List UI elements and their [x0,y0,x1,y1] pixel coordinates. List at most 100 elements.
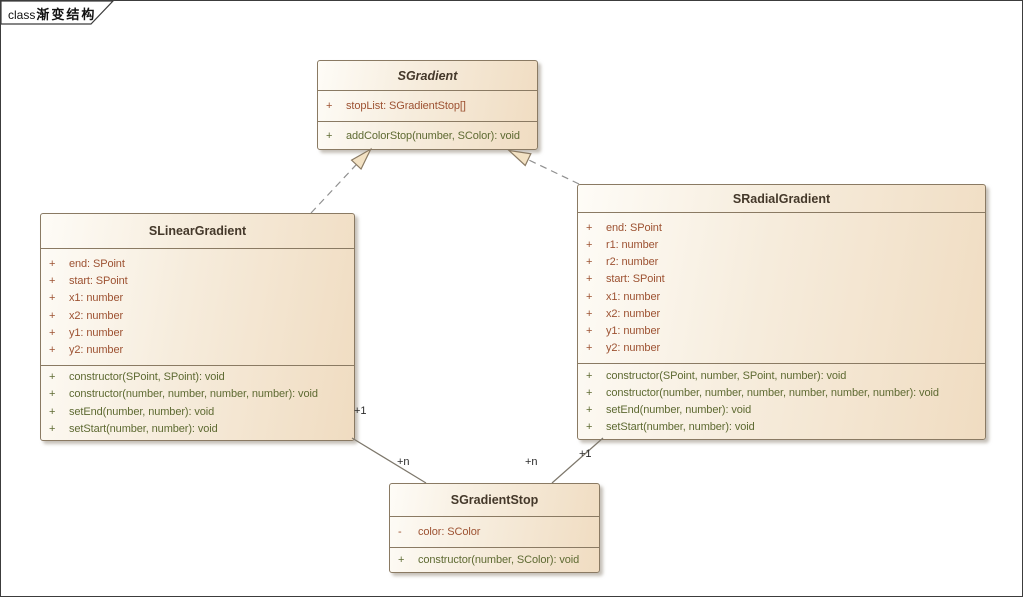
frame-title: 渐变结构 [36,7,97,22]
multiplicity-label-linear-source: +1 [354,405,367,417]
operation-row: + setStart(number, number): void [41,420,354,437]
visibility-marker: + [326,129,333,142]
operation-row: +constructor(number, number, number, num… [41,386,354,403]
member-text: setEnd(number, number): void [606,404,752,417]
operation-row: + setEnd(number, number): void [578,402,985,419]
visibility-marker: + [49,422,56,435]
member-text: end: SPoint [606,221,662,234]
visibility-marker: + [49,258,56,271]
attribute-row: + end: SPoint [578,219,985,236]
class-box-slineargradient[interactable]: SLinearGradient +end: SPoint+start: SPoi… [40,213,355,441]
member-text: constructor(SPoint, number, SPoint, numb… [606,369,847,382]
member-text: y1: number [606,324,661,337]
visibility-marker: + [586,273,593,286]
member-text: color: SColor [418,526,481,538]
realization-slineargradient-to-sgradient[interactable] [310,147,373,214]
association-slineargradient-to-sgradientstop[interactable] [351,437,427,484]
multiplicity-label-radial-source: +1 [579,448,592,460]
member-text: setStart(number, number): void [69,422,218,435]
attribute-row: + y2: number [578,340,985,357]
visibility-marker: + [586,404,593,417]
visibility-marker: + [49,275,56,288]
operation-row: + constructor(number, SColor): void [390,551,599,568]
class-box-sgradient[interactable]: SGradient +stopList: SGradientStop[] + ad… [317,60,538,150]
member-text: constructor(SPoint, SPoint): void [69,371,225,384]
frame-tab-label: class渐变结构 [8,4,96,23]
visibility-marker: + [326,100,333,112]
attributes-section-sgradient: +stopList: SGradientStop[] [318,90,537,121]
visibility-marker: + [49,405,56,418]
operations-section-slineargradient: +constructor(SPoint, SPoint): void+const… [41,365,354,440]
visibility-marker: + [586,239,593,252]
attribute-row: + x2: number [41,307,354,324]
operations-section-sgradient: + addColorStop(number, SColor): void [318,121,537,149]
attribute-row: + x1: number [578,288,985,305]
attribute-row: + start: SPoint [41,273,354,290]
attribute-row: + y1: number [41,324,354,341]
class-title-sgradient: SGradient [397,68,458,83]
visibility-marker: + [586,307,593,320]
attribute-row: - color: SColor [390,523,599,540]
member-text: end: SPoint [69,258,125,271]
class-title-sradialgradient: SRadialGradient [732,191,831,206]
operations-section-sradialgradient: + constructor(SPoint, number, SPoint, num… [578,363,985,439]
member-text: setEnd(number, number): void [69,405,215,418]
member-text: x2: number [69,309,124,322]
class-box-sradialgradient[interactable]: SRadialGradient +end: SPoint+r1: number+… [577,184,986,440]
multiplicity-label-linear-target: +n [397,456,410,468]
attribute-row: + end: SPoint [41,255,354,272]
realization-sradialgradient-to-sgradient[interactable] [507,149,580,185]
visibility-marker: + [49,292,56,305]
visibility-marker: + [586,221,593,234]
attribute-row: +r2: number [578,254,985,271]
multiplicity-label-radial-target: +n [525,456,538,468]
operations-section-sgradientstop: + constructor(number, SColor): void [390,547,599,572]
operation-row: + setEnd(number, number): void [41,403,354,420]
visibility-marker: + [398,554,405,566]
visibility-marker: + [586,324,593,337]
operation-row: + addColorStop(number, SColor): void [318,127,537,144]
visibility-marker: + [586,342,593,355]
visibility-marker: - [398,526,402,538]
member-text: constructor(number, number, number, numb… [69,388,318,401]
class-box-sgradientstop[interactable]: SGradientStop - color: SColor + constructo… [389,483,600,573]
visibility-marker: + [586,290,593,303]
member-text: constructor(number, number, number, numb… [606,386,939,399]
attribute-row: +start: SPoint [578,271,985,288]
attributes-section-slineargradient: + end: SPoint + start: SPoint + x1: number + x2… [41,248,354,365]
attribute-row: + x1: number [41,290,354,307]
member-text: r1: number [606,239,659,252]
visibility-marker: + [586,369,593,382]
visibility-marker: + [49,326,56,339]
operation-row: + constructor(SPoint, number, SPoint, num… [578,367,985,384]
visibility-marker: + [586,256,593,269]
attribute-row: + x2: number [578,305,985,322]
member-text: x1: number [606,290,661,303]
visibility-marker: + [586,386,593,399]
visibility-marker: + [49,309,56,322]
association-sradialgradient-to-sgradientstop[interactable] [551,437,604,484]
member-text: y2: number [606,342,661,355]
member-text: x2: number [606,307,661,320]
member-text: addColorStop(number, SColor): void [346,129,520,142]
member-text: y1: number [69,326,124,339]
attributes-section-sgradientstop: - color: SColor [390,516,599,547]
attributes-section-sradialgradient: + end: SPoint + r1: number +r2: number+start… [578,212,985,363]
member-text: start: SPoint [69,275,128,288]
operation-row: + setStart(number, number): void [578,419,985,436]
attribute-row: + r1: number [578,236,985,253]
attribute-row: +y2: number [41,341,354,358]
attribute-row: +stopList: SGradientStop[] [318,97,537,114]
attribute-row: + y1: number [578,322,985,339]
visibility-marker: + [586,421,593,434]
member-text: setStart(number, number): void [606,421,755,434]
operation-row: + constructor(SPoint, SPoint): void [41,369,354,386]
class-title-sgradientstop: SGradientStop [450,493,539,507]
operation-row: + constructor(number, number, number, num… [578,384,985,401]
member-text: x1: number [69,292,124,305]
visibility-marker: + [49,343,56,356]
frame-keyword: class [8,8,36,22]
member-text: constructor(number, SColor): void [418,554,580,566]
visibility-marker: + [49,371,56,384]
